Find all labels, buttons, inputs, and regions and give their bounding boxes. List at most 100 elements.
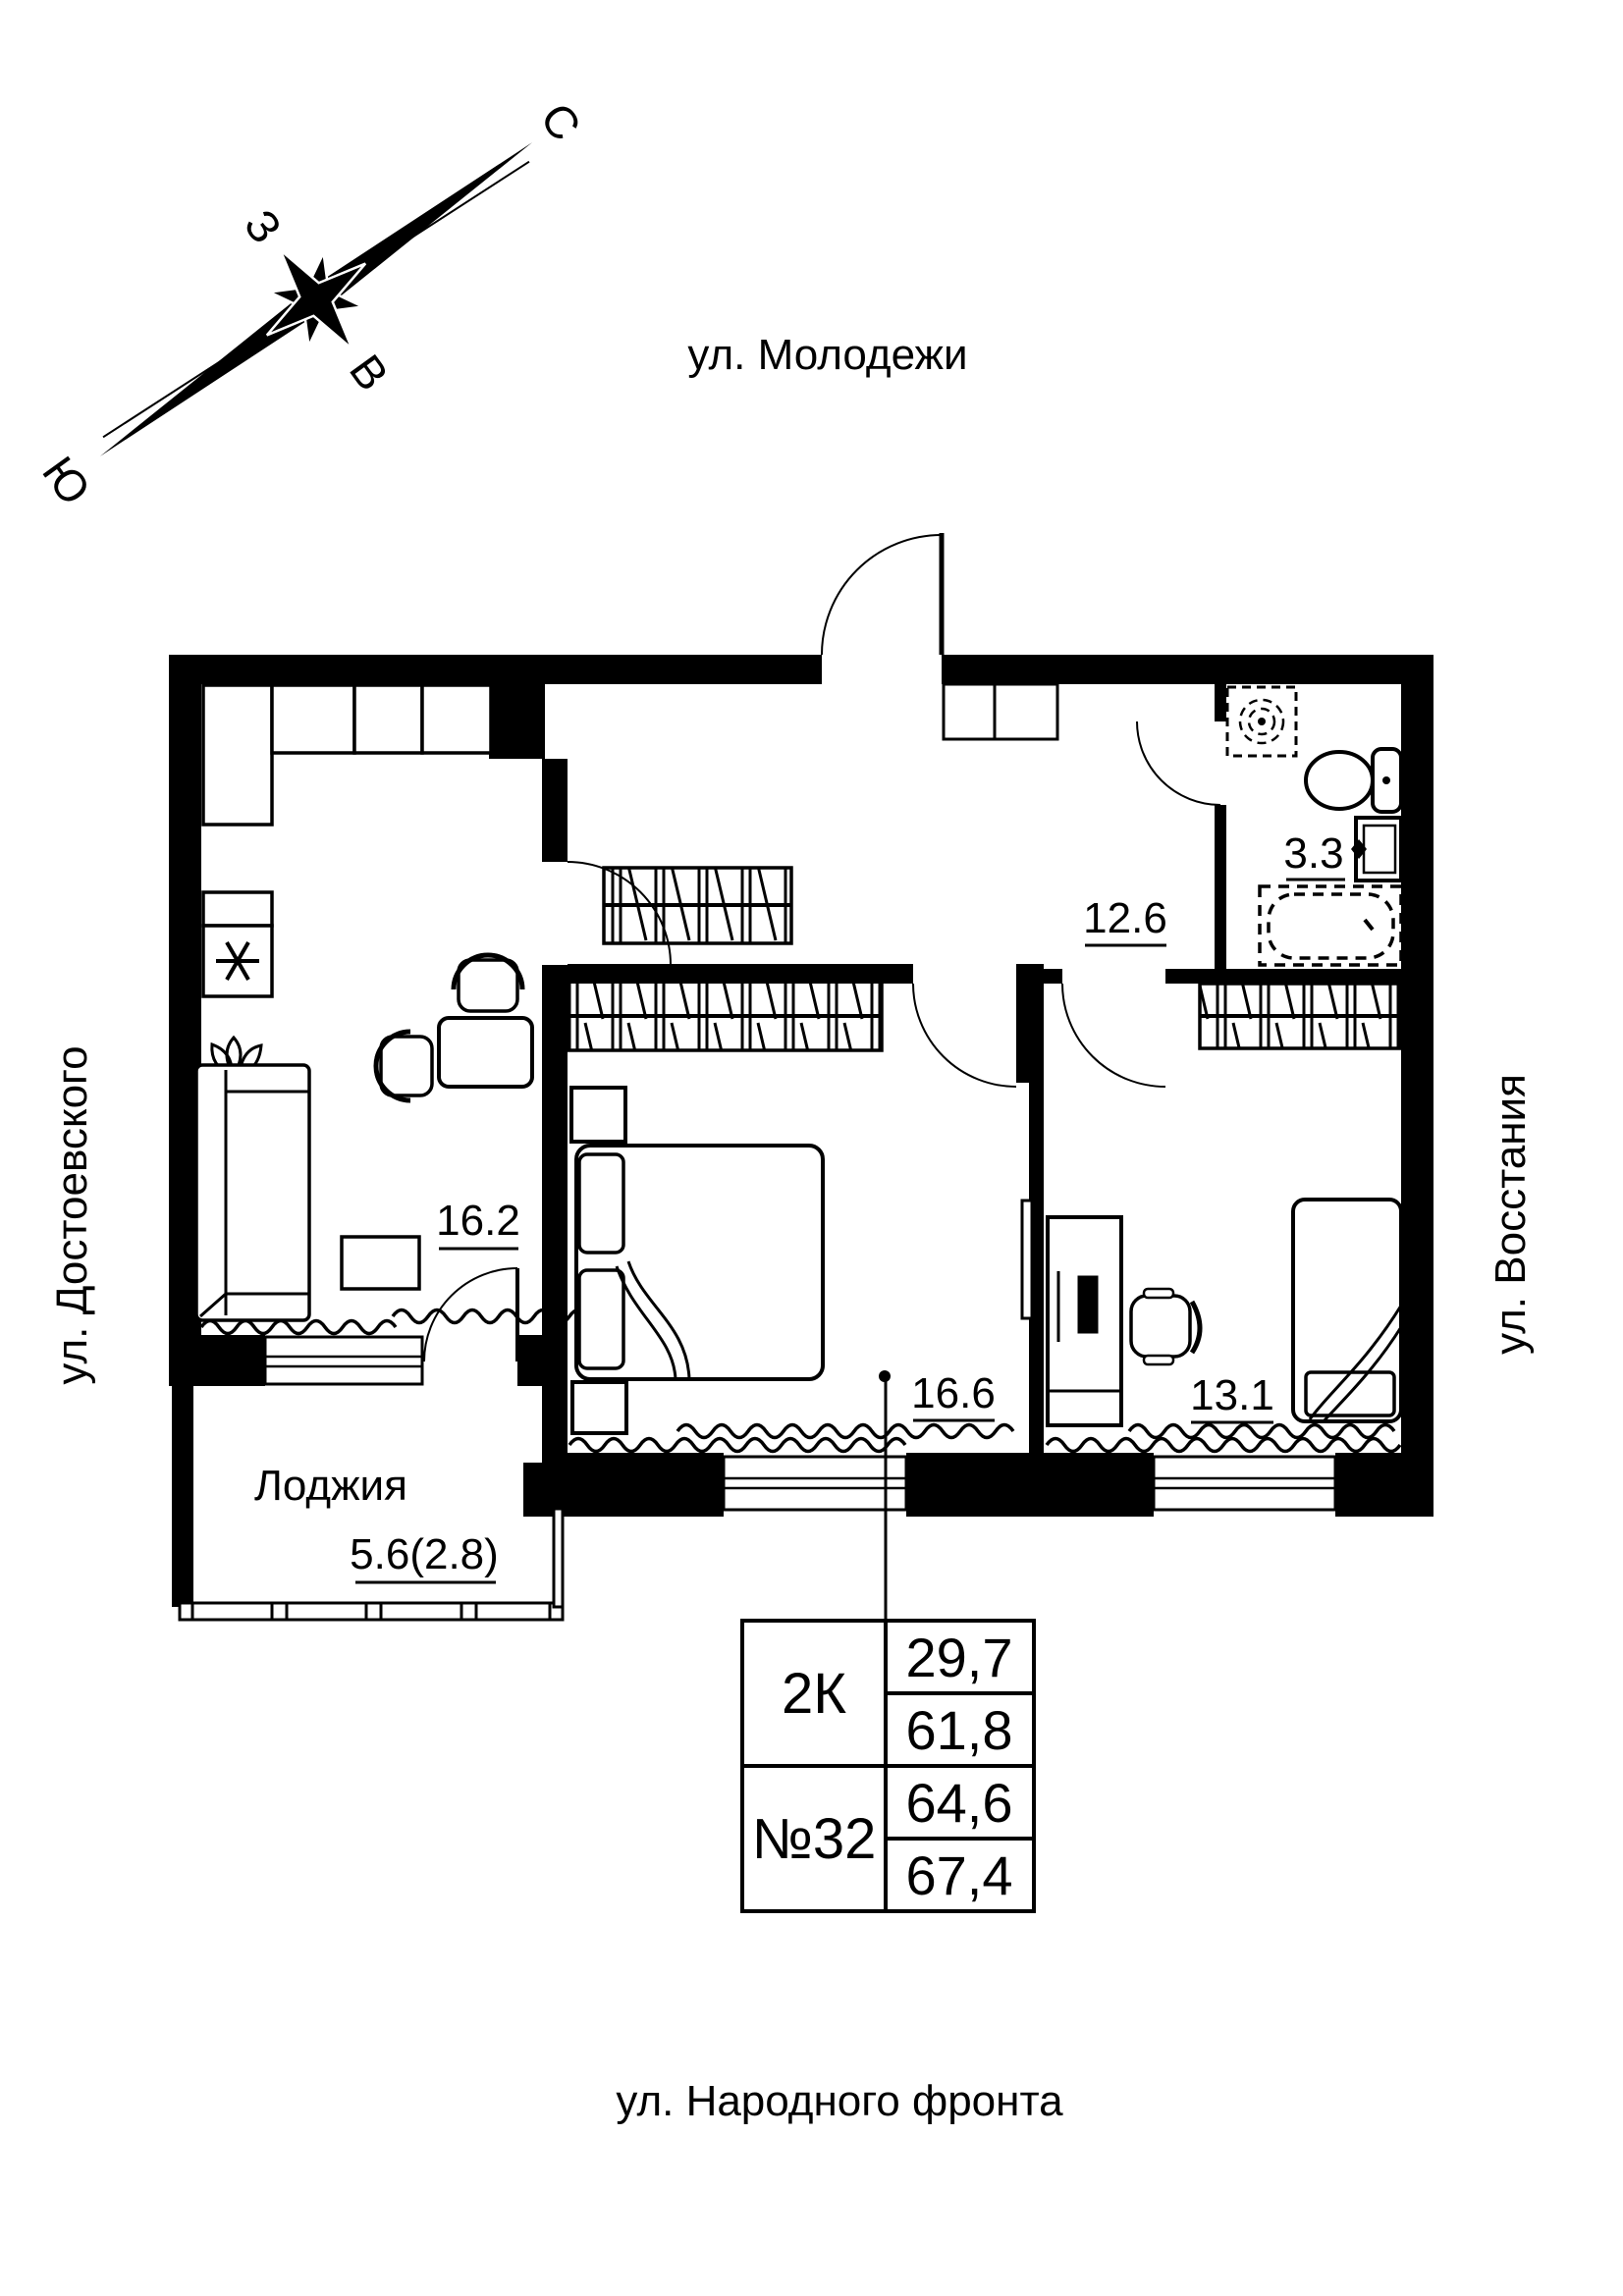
compass-letter-east: В <box>340 346 399 400</box>
bedroom2-door-arc <box>1061 983 1166 1088</box>
window-kitchen <box>263 1335 424 1386</box>
loggia-right-rail <box>552 1507 565 1609</box>
wall-right-outer <box>1401 655 1434 1517</box>
blanket-line-2 <box>1322 1326 1403 1423</box>
toilet <box>1304 747 1403 814</box>
radiator-kitchen-2 <box>391 1308 589 1325</box>
street-label-left: ул. Достоевского <box>48 1045 96 1384</box>
tub-faucet-icon <box>1363 918 1375 932</box>
wall-bathroom-left-upper <box>1215 684 1226 721</box>
window-bedroom2 <box>1152 1455 1337 1512</box>
kitchen-cabinet-2 <box>270 683 356 755</box>
hall-cabinet-2 <box>993 682 1059 741</box>
wall-bedrooms-divider <box>1029 984 1044 1453</box>
area-reduced-loggia-value: 64,6 <box>906 1772 1013 1834</box>
compass-rose: С Ю З В <box>32 93 591 513</box>
radiator-bedroom1-2 <box>676 1422 1015 1440</box>
snowflake-icon <box>216 940 259 982</box>
loggia-glazing <box>178 1507 565 1622</box>
apartment-type: 2К <box>782 1662 846 1726</box>
sink <box>1351 816 1403 882</box>
sofa <box>194 1063 311 1322</box>
radiator-kitchen-1 <box>199 1318 398 1336</box>
blanket-line-1 <box>626 1260 691 1380</box>
double-bed <box>574 1144 825 1381</box>
apartment-number: №32 <box>752 1807 877 1871</box>
doors <box>423 533 1221 1362</box>
dining-set <box>373 952 534 1103</box>
blanket-line-1 <box>1308 1305 1403 1420</box>
apartment-info-table: 2К №32 29,7 61,8 64,6 67,4 <box>740 1370 1036 1913</box>
radiator-bedroom2-1 <box>1045 1436 1402 1454</box>
label-loggia-area: 5.6(2.8) <box>350 1530 499 1578</box>
room-labels: 16.2 12.6 3.3 16.6 13.1 Лоджия 5.6(2.8) <box>254 829 1345 1584</box>
washing-machine <box>1225 685 1298 758</box>
wall-bedroom1-bottom-left <box>568 1453 724 1517</box>
dining-chair-left <box>373 1029 434 1103</box>
nightstand-1 <box>569 1086 627 1144</box>
entrance-door <box>821 533 945 656</box>
coffee-table <box>340 1235 421 1291</box>
street-label-top: ул. Молодежи <box>687 331 967 379</box>
wall-bottom-between-windows <box>906 1453 1154 1517</box>
label-bedroom2-area: 13.1 <box>1190 1371 1274 1419</box>
monitor-icon <box>1077 1275 1099 1334</box>
label-kitchen-living-area: 16.2 <box>436 1197 520 1245</box>
wardrobe-bedroom1 <box>566 980 884 1052</box>
wall-corner-pillar <box>489 655 545 759</box>
desk-chair <box>1129 1287 1203 1366</box>
windows <box>178 1335 1337 1622</box>
wardrobe-bedroom2 <box>1198 982 1403 1050</box>
label-hallway-area: 12.6 <box>1083 894 1167 942</box>
dining-chair-top <box>451 952 525 1013</box>
living-area-value: 29,7 <box>906 1627 1013 1688</box>
radiators <box>199 1308 1402 1454</box>
nightstand-2 <box>570 1380 628 1435</box>
compass-star-cardinal <box>265 248 367 350</box>
label-bedroom1-area: 16.6 <box>911 1369 996 1417</box>
label-loggia-name: Лоджия <box>254 1462 407 1510</box>
wall-loggia-left <box>172 1386 193 1607</box>
bedroom1-furniture <box>569 1086 1034 1435</box>
pillow-1 <box>577 1152 625 1255</box>
dining-table <box>437 1016 534 1089</box>
kitchen-cabinet-small <box>201 890 274 928</box>
wall-loggia-corner <box>523 1463 542 1517</box>
wall-bathroom-left-lower <box>1215 805 1226 969</box>
wall-bedroom1-top <box>568 964 913 984</box>
kitchen-cabinet-3 <box>420 683 493 755</box>
single-bed <box>1291 1198 1403 1423</box>
hall-cabinet-1 <box>942 682 997 741</box>
wall-kitchen-divider-lower <box>542 965 568 1517</box>
walls <box>169 655 1434 1607</box>
fridge <box>201 924 274 998</box>
window-bedroom1 <box>722 1455 908 1512</box>
wardrobes <box>566 866 1403 1052</box>
area-without-loggia-value: 61,8 <box>906 1699 1013 1761</box>
radiator-bedroom2-2 <box>1127 1422 1396 1440</box>
desk <box>1046 1215 1123 1427</box>
wall-kitchen-divider-upper <box>542 759 568 862</box>
blanket-line-2 <box>615 1265 677 1380</box>
compass-letter-west: З <box>235 200 292 252</box>
compass-letter-south: Ю <box>32 447 100 513</box>
wall-bedroom2-bottom-right <box>1335 1453 1434 1517</box>
wall-top-right <box>942 655 1434 684</box>
bedroom1-door-arc <box>912 983 1017 1088</box>
balcony-door <box>423 1267 519 1362</box>
radiator-bedroom1-1 <box>568 1436 907 1454</box>
hallway-cabinets <box>942 682 1059 741</box>
kitchen-cabinet-corner <box>201 683 274 827</box>
bathroom-door-arc <box>1136 721 1221 806</box>
kitchen-furniture <box>194 683 534 1322</box>
compass-letter-north: С <box>530 93 591 149</box>
kitchen-counter <box>352 683 424 755</box>
total-area-value: 67,4 <box>906 1844 1013 1906</box>
wall-hall-bottom-piece <box>1044 969 1062 984</box>
wardrobe-hallway <box>602 866 793 945</box>
pillow-2 <box>577 1268 625 1370</box>
bathroom-fixtures <box>1225 685 1403 967</box>
street-label-right: ул. Восстания <box>1487 1074 1535 1355</box>
